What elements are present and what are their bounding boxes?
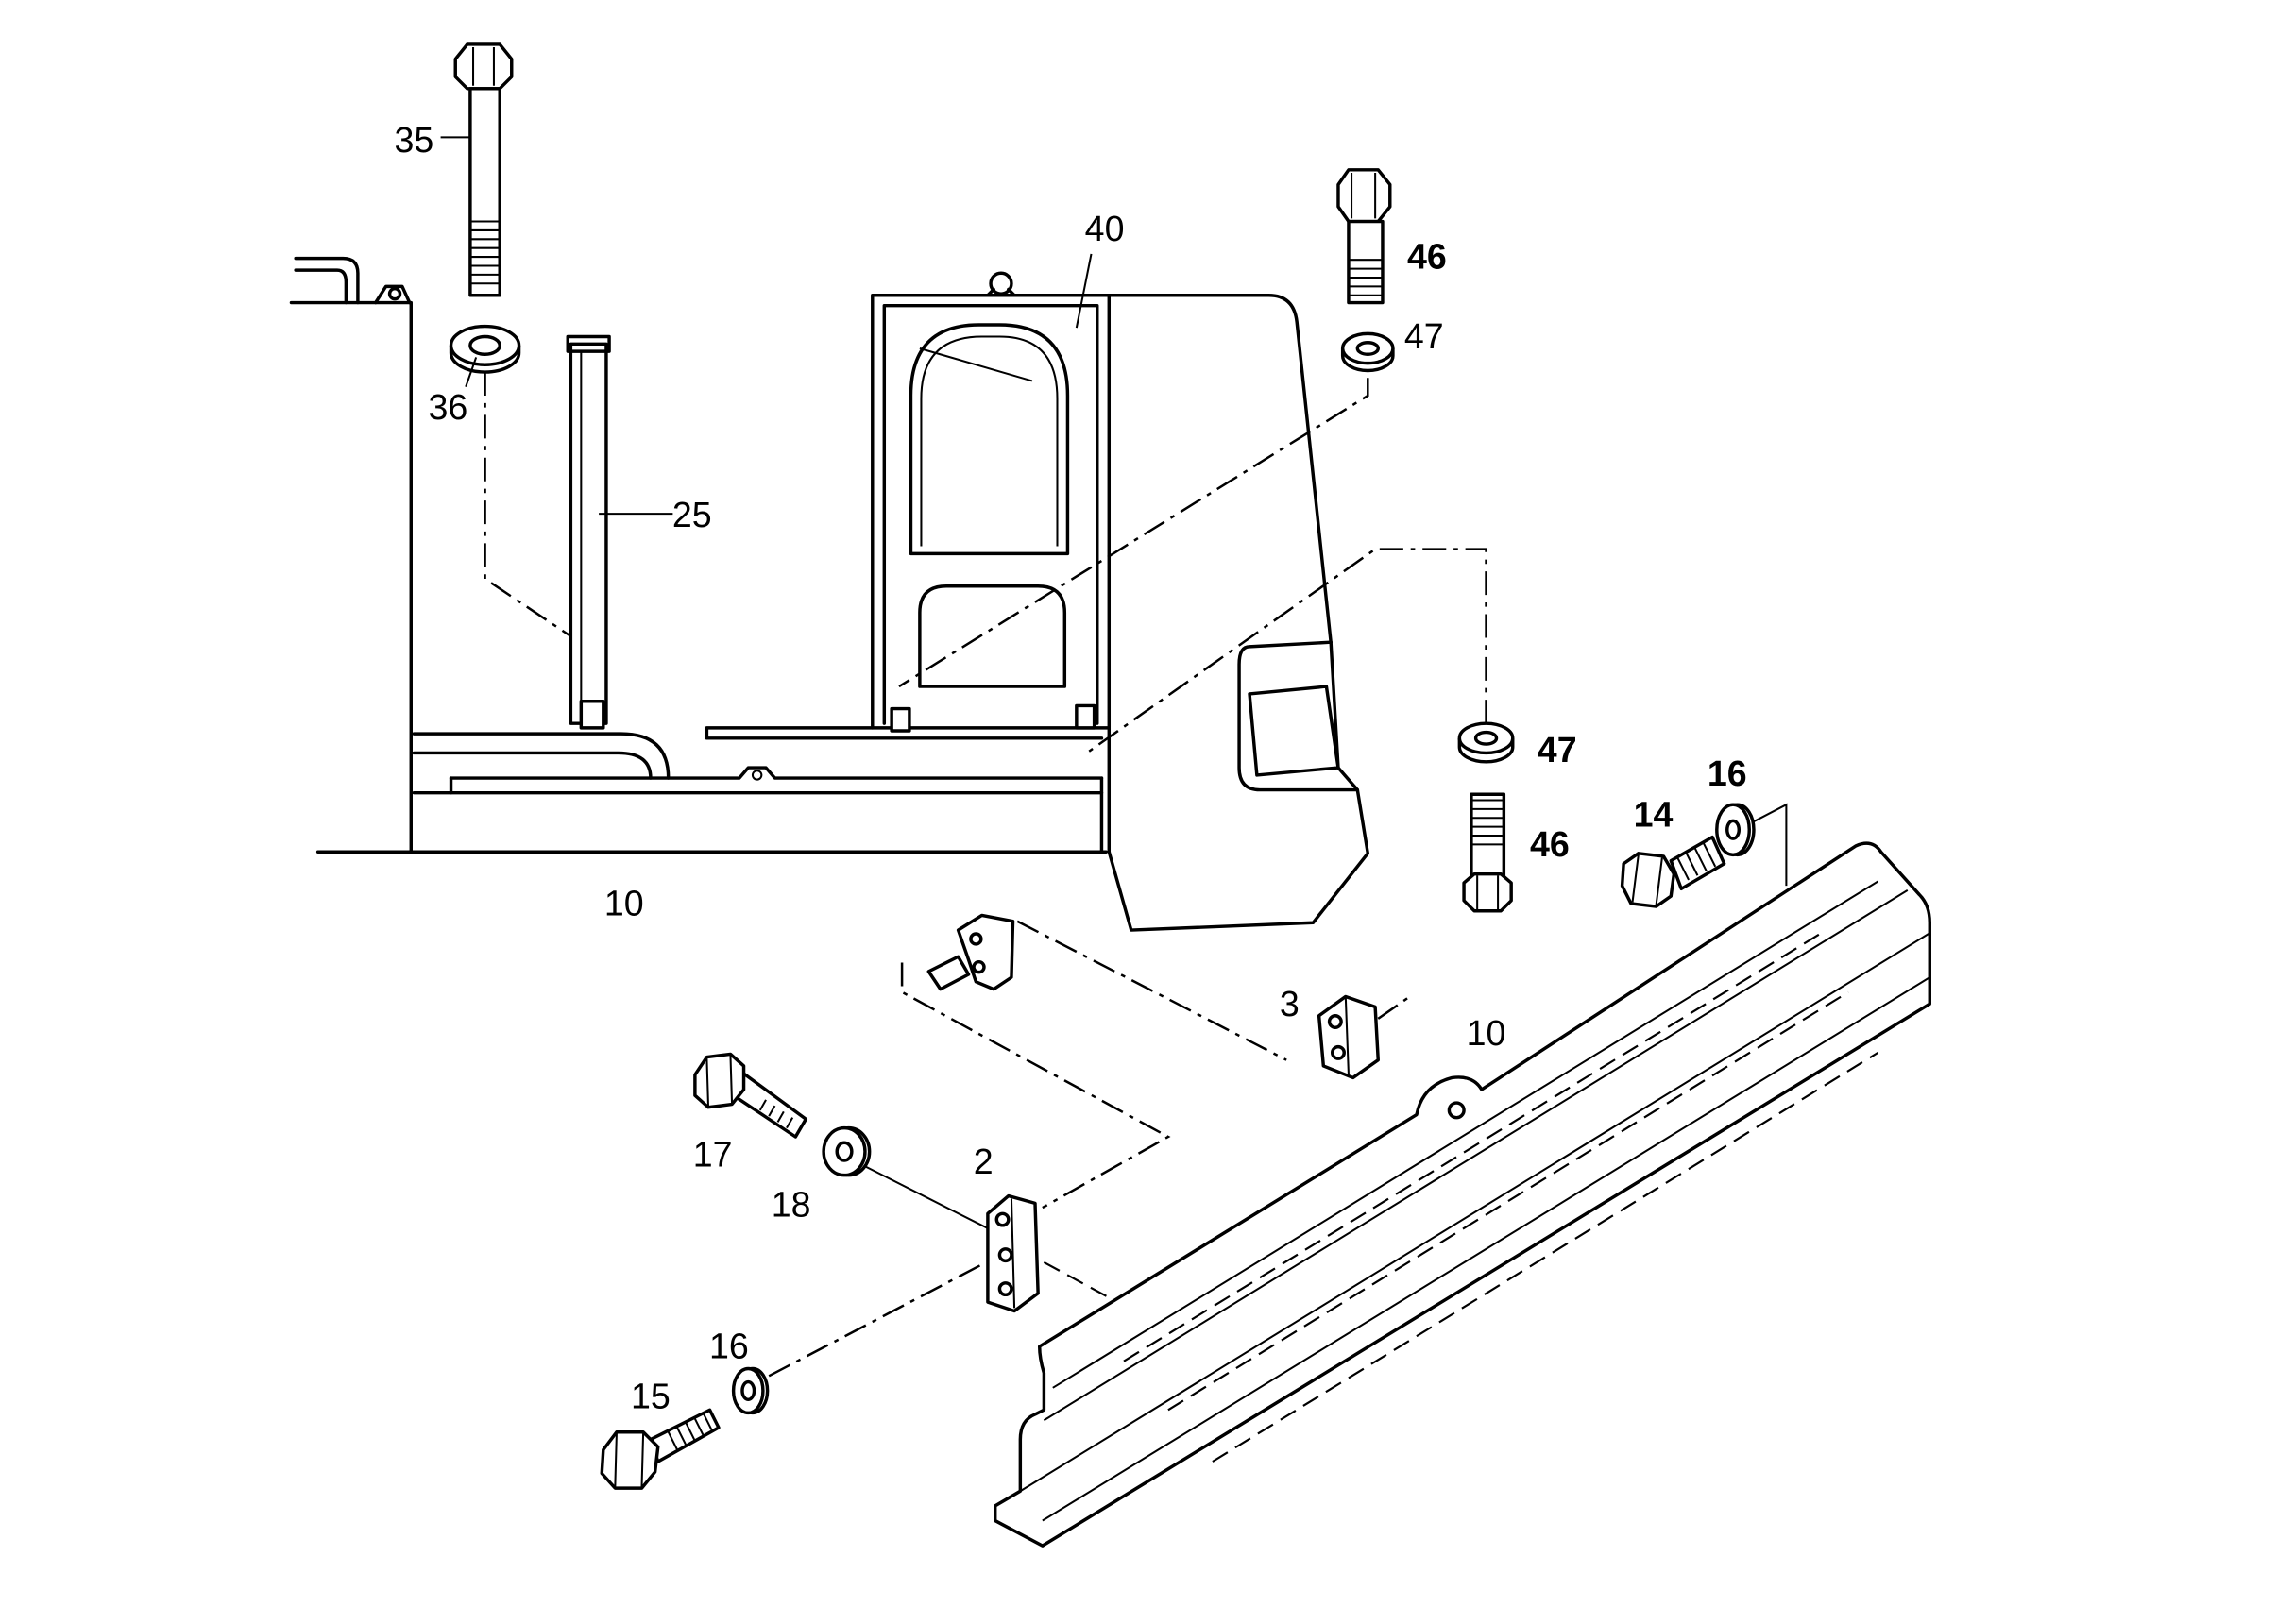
connector-line-14 [1751, 803, 1788, 887]
bolt-15 [600, 1408, 721, 1490]
callout-10-guard: 10 [1467, 1013, 1506, 1053]
leader-40 [1075, 253, 1093, 329]
callout-16-lower: 16 [709, 1327, 749, 1366]
callout-46-upper: 46 [1407, 237, 1447, 277]
assembly-line-47-upper [898, 378, 1369, 688]
bolt-46-upper [1336, 168, 1392, 305]
callout-3: 3 [1280, 984, 1300, 1023]
callout-10-frame: 10 [604, 883, 644, 922]
washer-47-upper [1340, 331, 1395, 373]
callout-2: 2 [974, 1142, 994, 1181]
cab-40 [705, 271, 1370, 932]
callout-36: 36 [429, 387, 468, 427]
assembly-line-3-right [1377, 996, 1409, 1020]
bolt-35 [453, 42, 514, 297]
callout-40: 40 [1085, 209, 1125, 248]
callout-46-lower: 46 [1530, 824, 1570, 864]
frame-base [409, 732, 1108, 854]
callout-16-upper: 16 [1708, 753, 1747, 793]
post-25 [566, 334, 611, 730]
assembly-line-47-lower [1086, 548, 1488, 754]
assembly-line-bracket-3 [1016, 920, 1287, 1061]
callout-35: 35 [395, 120, 434, 160]
callout-25: 25 [672, 495, 712, 534]
guard-rail-10 [994, 841, 1931, 1548]
assembly-line-15 [768, 1262, 984, 1378]
callout-15: 15 [631, 1377, 671, 1416]
washer-47-lower [1457, 721, 1515, 764]
callout-18: 18 [772, 1184, 811, 1224]
bracket-2 [986, 1193, 1040, 1313]
assembly-line-2-rail [1043, 1260, 1113, 1300]
assembly-line-18 [864, 1165, 989, 1229]
washer-16-upper [1715, 803, 1756, 857]
bolt-46-lower [1462, 792, 1513, 913]
angle-bracket [926, 913, 1015, 991]
callout-14: 14 [1634, 795, 1674, 835]
washer-18 [822, 1125, 872, 1177]
assembly-line-bracket-2 [900, 962, 1171, 1210]
bolt-14 [1620, 835, 1726, 908]
bracket-3 [1317, 994, 1380, 1080]
machine-body-left [289, 256, 413, 854]
callout-17: 17 [693, 1134, 733, 1174]
bolt-17 [693, 1052, 808, 1139]
washer-16-lower [731, 1366, 770, 1415]
leader-36 [465, 357, 478, 388]
callout-47-lower: 47 [1538, 730, 1577, 770]
washer-36 [449, 324, 521, 374]
callout-47-upper: 47 [1404, 316, 1444, 356]
